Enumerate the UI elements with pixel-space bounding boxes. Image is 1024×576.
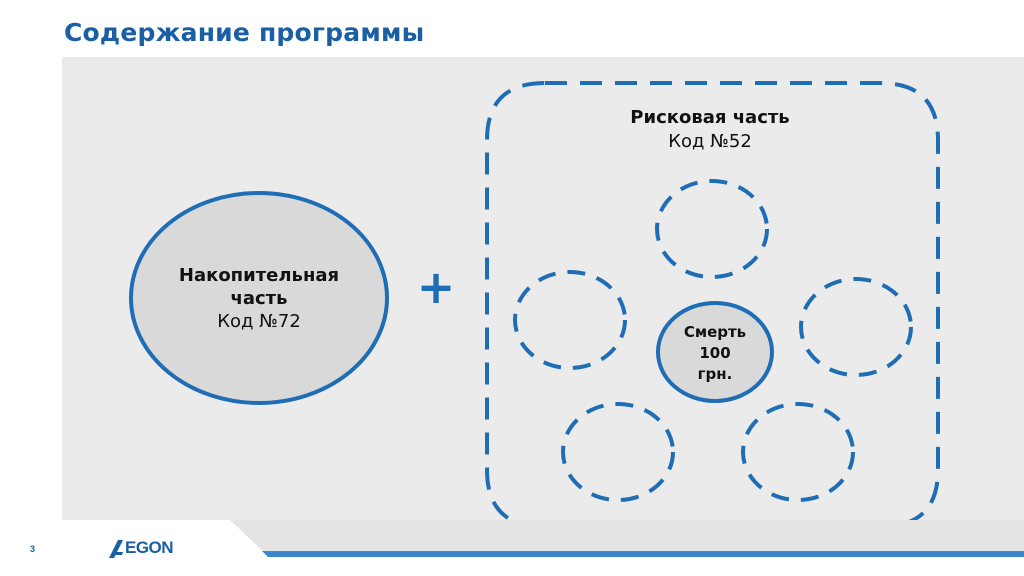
risk-part-title: Рисковая часть: [630, 107, 790, 128]
optional-risk-circle-right: [799, 277, 913, 377]
optional-risk-circle-bottom-left: [561, 402, 675, 502]
savings-part-label: Накопительная часть Код №72: [130, 264, 388, 333]
risk-part-label: Рисковая часть Код №52: [560, 106, 860, 154]
savings-part-code: Код №72: [217, 311, 301, 332]
aegon-logo-icon: [109, 540, 123, 558]
death-option-line3: грн.: [697, 365, 733, 383]
plus-sign: +: [416, 260, 456, 314]
logo-text: EGON: [125, 538, 174, 557]
death-option-line2: 100: [699, 344, 731, 362]
footer-stripe-blue: [262, 551, 1024, 557]
savings-part-circle: [129, 191, 389, 405]
death-option-label: Смерть 100 грн.: [660, 322, 770, 385]
optional-risk-circle-bottom-right: [741, 402, 855, 502]
slide-title: Содержание программы: [64, 18, 425, 47]
optional-risk-circle-top: [655, 179, 769, 279]
savings-part-title-line2: часть: [230, 288, 288, 309]
risk-part-code: Код №52: [668, 131, 752, 152]
page-number: 3: [30, 544, 36, 554]
optional-risk-circle-left: [513, 270, 627, 370]
death-option-line1: Смерть: [683, 323, 747, 341]
footer-stripe-light: [230, 520, 1024, 556]
death-option-circle: [656, 301, 774, 403]
savings-part-title-line1: Накопительная: [178, 265, 340, 286]
